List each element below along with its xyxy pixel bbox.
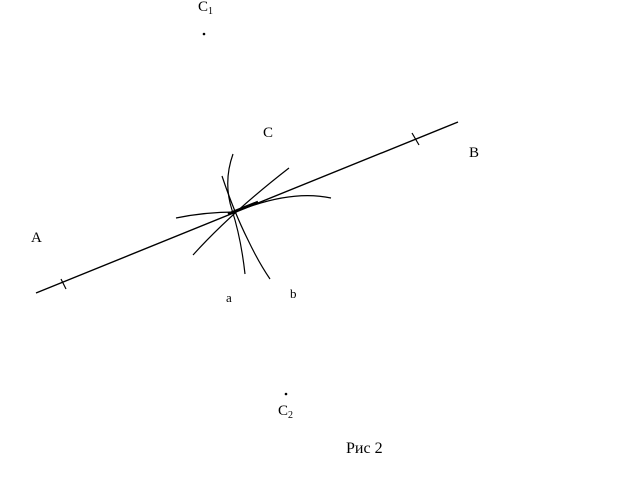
arc-a: [227, 153, 246, 275]
label-c1: C1: [198, 0, 214, 17]
figure-caption: Рис 2: [346, 440, 383, 457]
label-c2: C2: [278, 403, 294, 421]
tick-b: [411, 132, 420, 146]
label-b: B: [469, 145, 480, 161]
tick-a: [60, 278, 67, 290]
label-c: C: [263, 125, 274, 141]
arc-diagonal: [192, 167, 290, 256]
point-c1: [202, 32, 206, 36]
point-c2: [284, 392, 288, 396]
arc-b: [221, 175, 271, 280]
label-a: A: [31, 230, 42, 246]
arc-right-upper: [242, 195, 332, 210]
intersection-mark: [227, 200, 259, 216]
label-arc-a: a: [226, 290, 232, 305]
label-arc-b: b: [290, 286, 297, 301]
